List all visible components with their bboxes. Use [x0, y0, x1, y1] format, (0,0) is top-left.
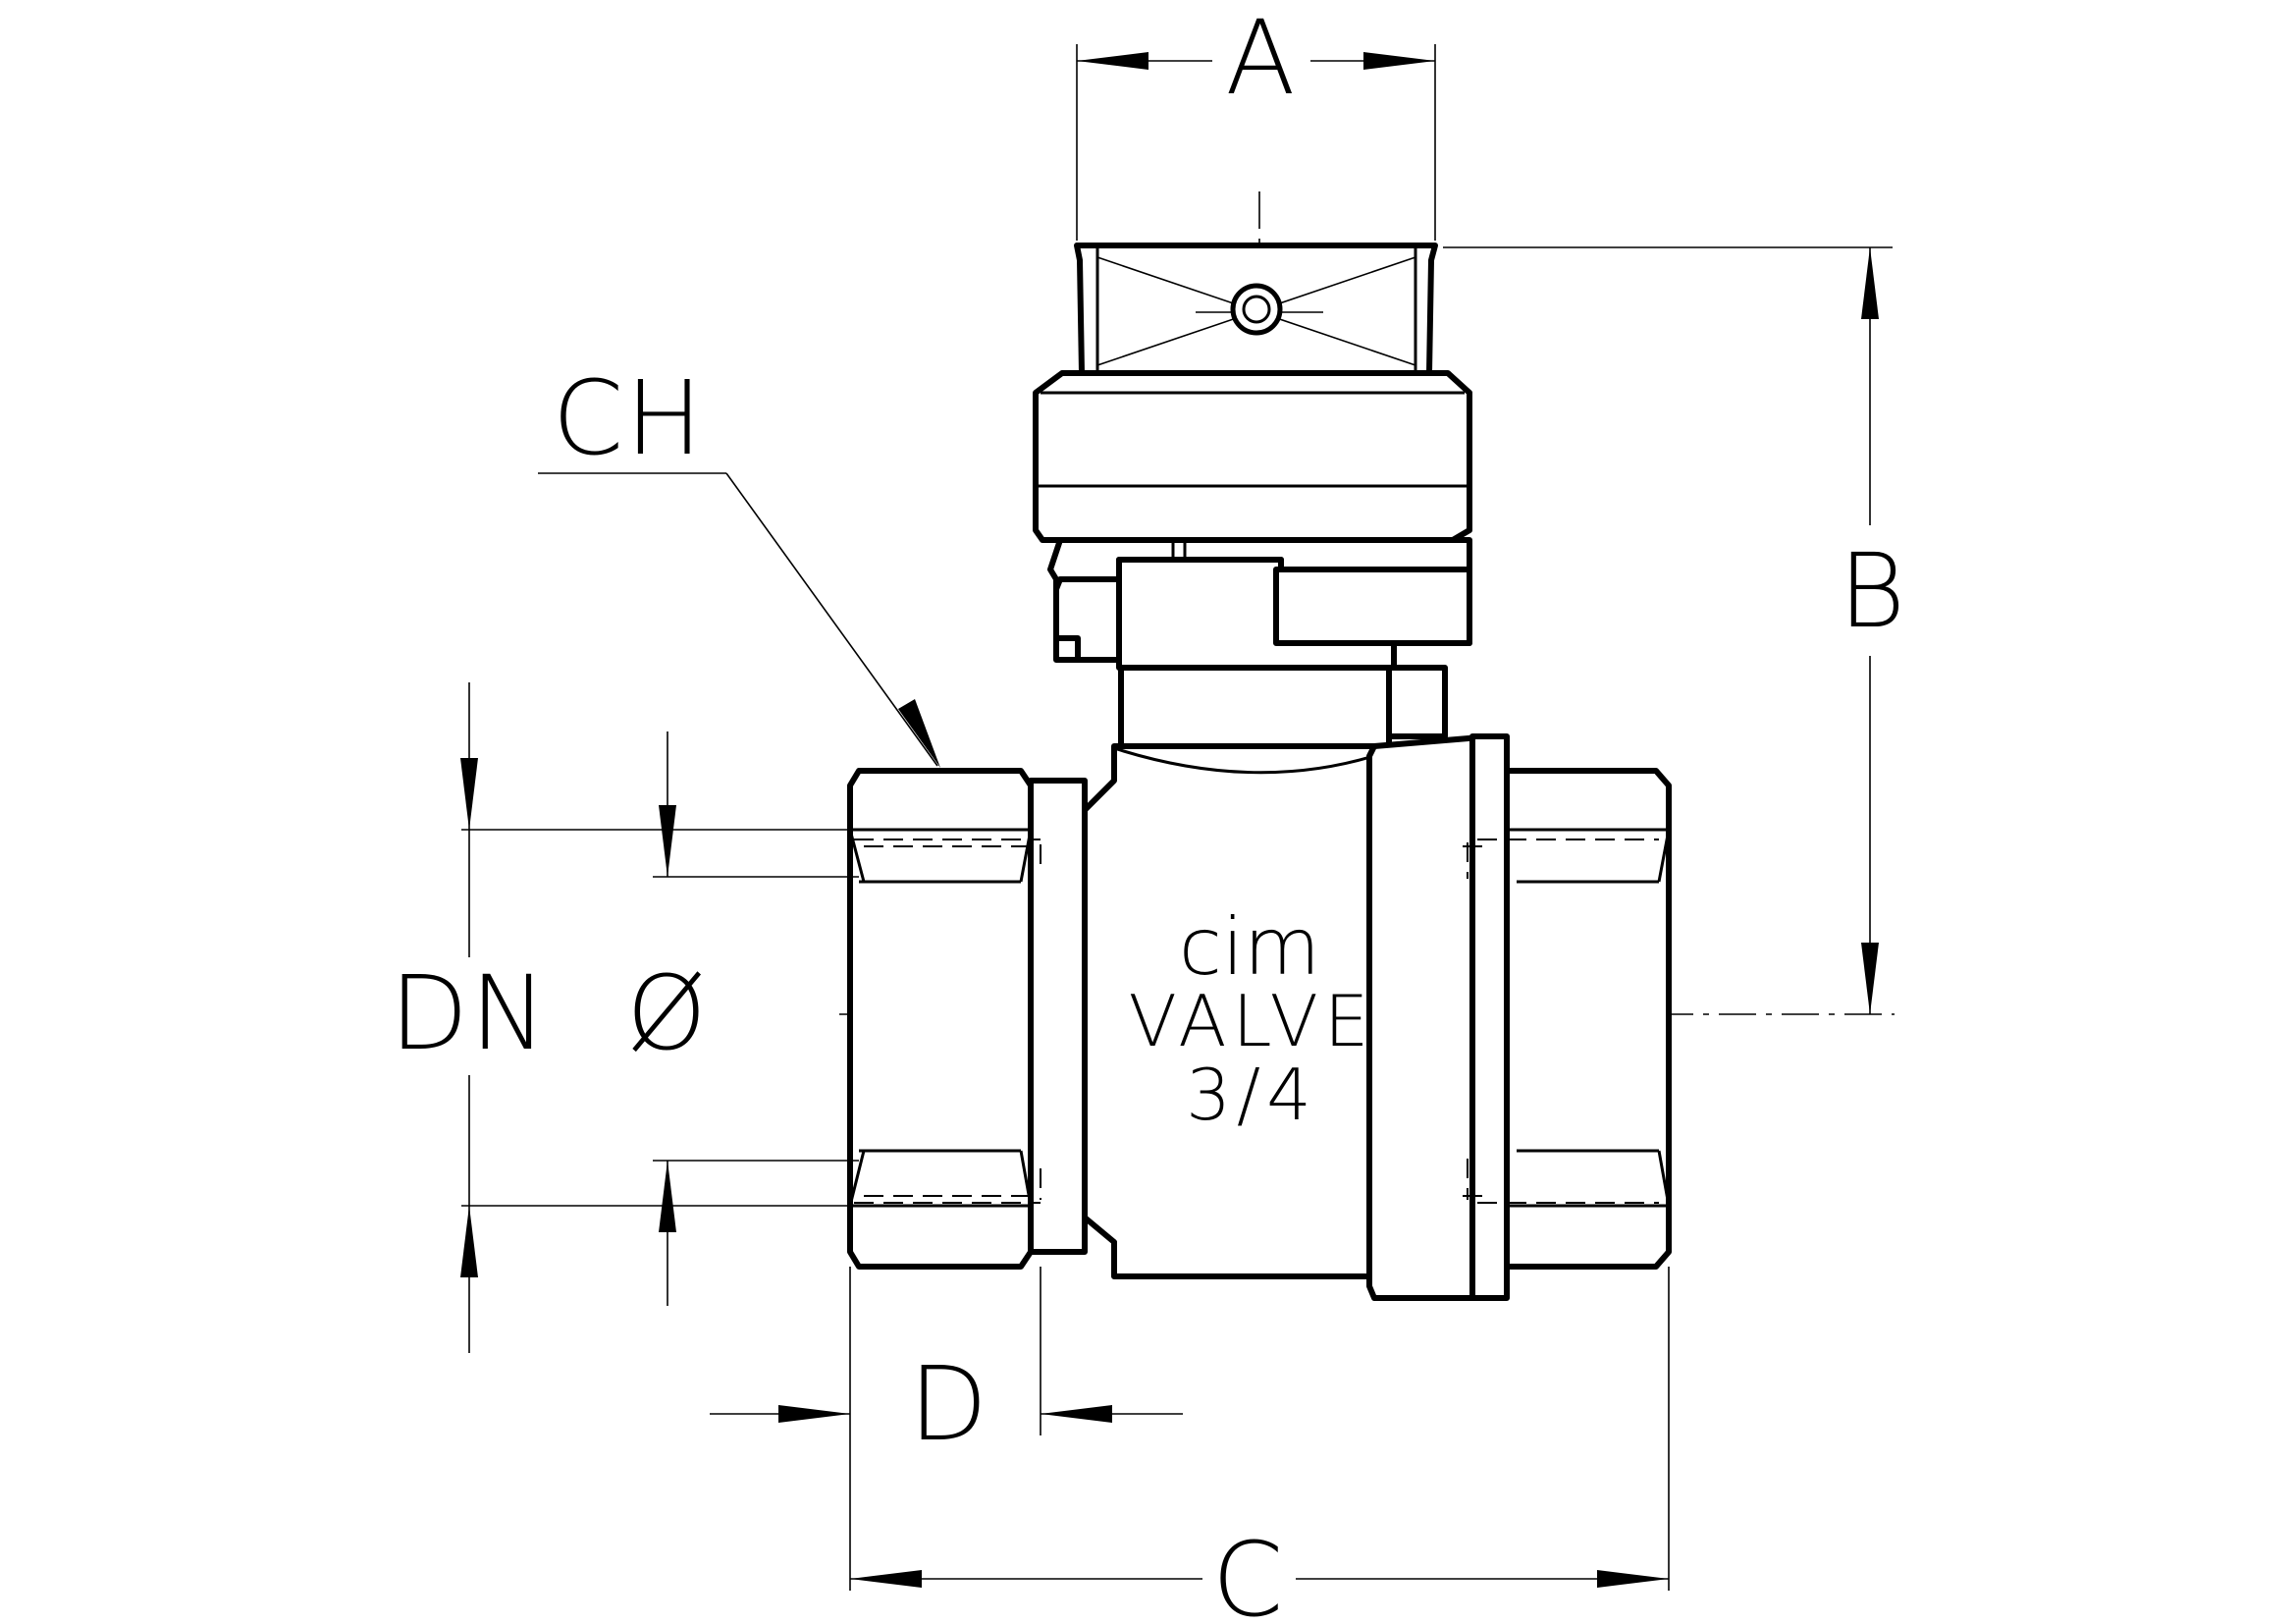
label-d: D	[909, 1344, 989, 1464]
label-b: B	[1839, 531, 1907, 651]
label-ch: CH	[553, 358, 705, 478]
dimension-b: B	[1443, 246, 1907, 1014]
dimension-d: D	[710, 1267, 1183, 1591]
label-c: C	[1212, 1520, 1286, 1624]
label-a: A	[1225, 0, 1297, 118]
dimension-a: A	[1076, 0, 1436, 241]
hidden-thread-lines	[854, 839, 1659, 1204]
label-dn: DN	[390, 953, 549, 1073]
brand-text: cim	[1179, 901, 1320, 993]
dimension-diameter: Ø	[626, 731, 859, 1306]
dimension-c: C	[850, 1267, 1670, 1624]
size-text: 3/4	[1186, 1054, 1317, 1136]
label-diameter: Ø	[626, 953, 709, 1073]
product-text: VALVE	[1129, 980, 1375, 1062]
body-marking: cim VALVE 3/4	[1129, 901, 1375, 1136]
dimension-dn: DN	[390, 682, 850, 1353]
actuator-cap	[1033, 370, 1472, 779]
dimension-ch: CH	[538, 358, 940, 768]
handle	[1074, 243, 1438, 376]
valve-body	[847, 733, 1672, 1301]
